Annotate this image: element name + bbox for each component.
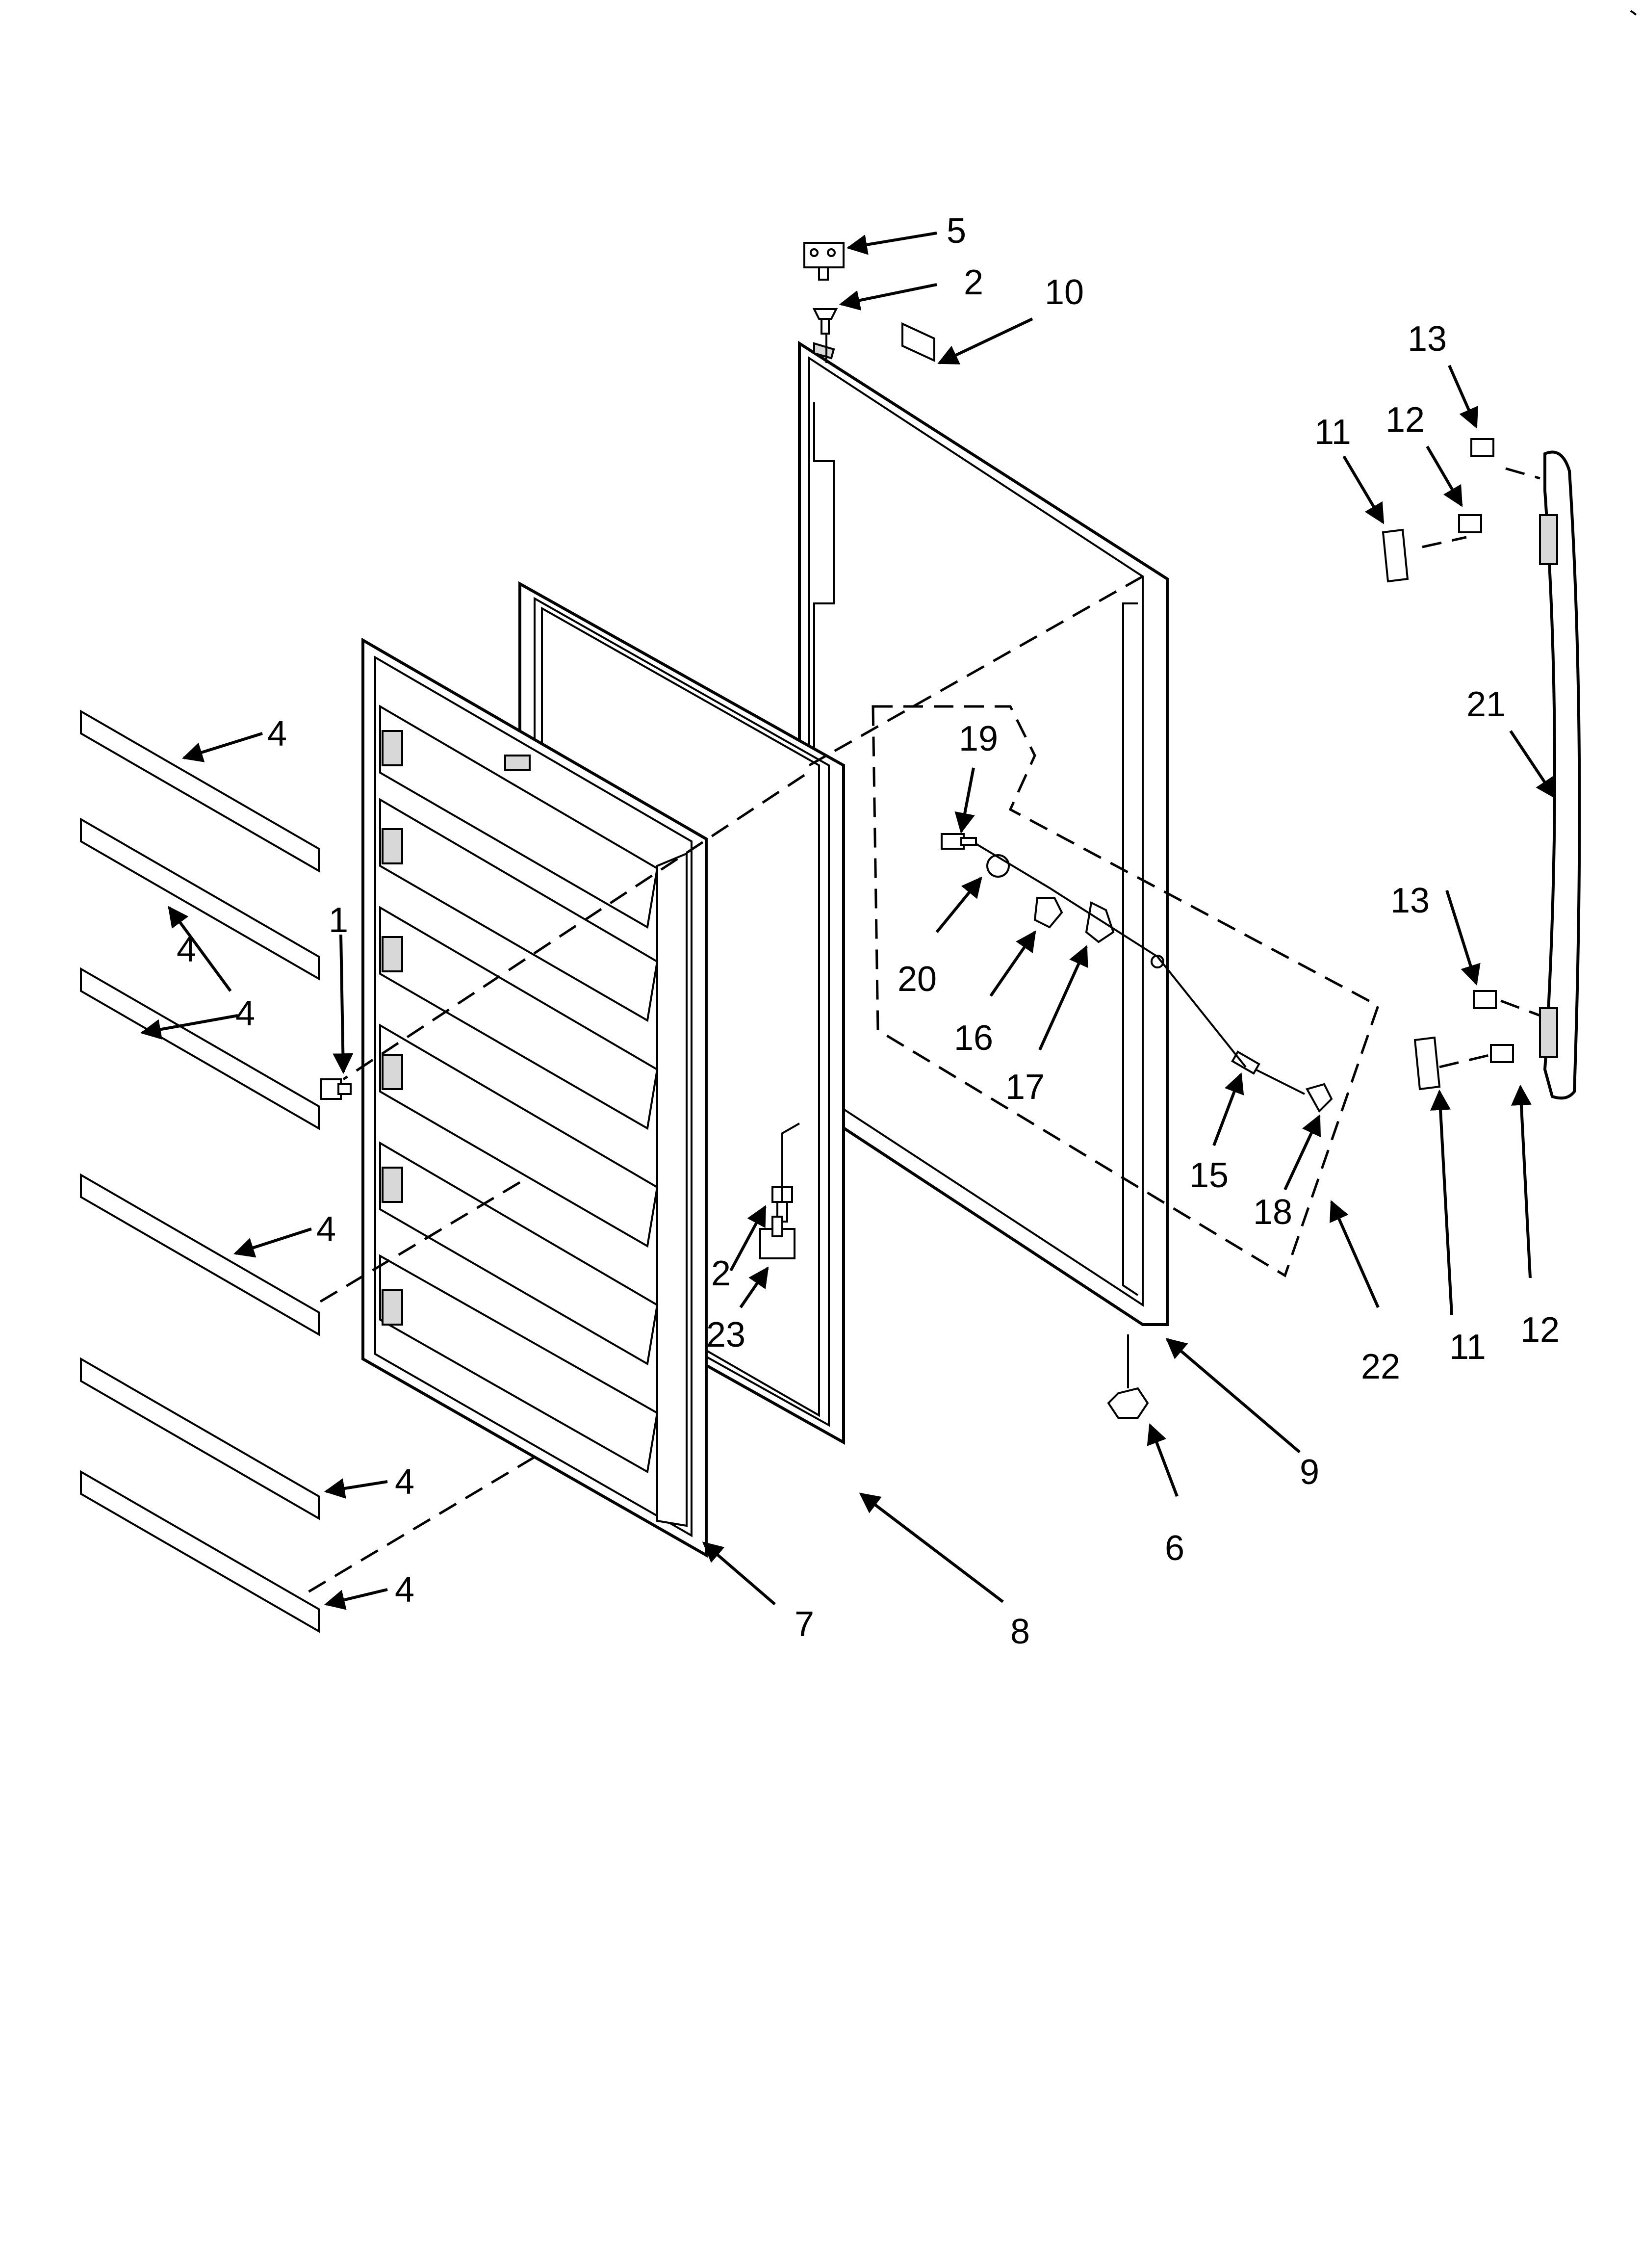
callout-4-e: 4 — [395, 1570, 414, 1610]
callout-4-b: 4 — [235, 994, 255, 1033]
retainer-strips — [80, 709, 320, 1633]
door-liner — [361, 637, 708, 1558]
callout-21: 21 — [1466, 685, 1506, 724]
callout-16: 16 — [954, 1018, 993, 1058]
callout-9: 9 — [1300, 1453, 1319, 1492]
callout-17: 17 — [1005, 1068, 1045, 1107]
callout-5: 5 — [947, 211, 966, 251]
callout-10: 10 — [1045, 273, 1084, 312]
callout-13-top: 13 — [1408, 319, 1447, 359]
callout-19: 19 — [959, 719, 998, 758]
callout-6: 6 — [1165, 1529, 1184, 1568]
callout-18: 18 — [1253, 1193, 1292, 1232]
callout-4-d: 4 — [395, 1462, 414, 1502]
callout-8: 8 — [1010, 1612, 1030, 1651]
callout-22: 22 — [1361, 1347, 1400, 1386]
door-outer-panel — [798, 340, 1169, 1326]
callout-23: 23 — [706, 1315, 745, 1355]
callout-15: 15 — [1189, 1156, 1229, 1195]
hardware-parts — [320, 242, 1514, 1419]
assembly-lines — [303, 334, 1540, 1596]
callout-12-bottom: 12 — [1520, 1310, 1560, 1350]
callout-7: 7 — [795, 1605, 814, 1644]
callout-12-top: 12 — [1385, 400, 1425, 440]
callout-13-bottom: 13 — [1390, 881, 1430, 920]
callout-labels: 5 2 10 13 12 11 21 19 20 16 17 15 18 4 4… — [177, 211, 1560, 1651]
door-handle — [1539, 450, 1581, 1100]
callout-4-f: 4 — [177, 930, 196, 969]
callout-4-a: 4 — [267, 714, 287, 754]
callout-20: 20 — [898, 960, 937, 999]
callout-11-top: 11 — [1314, 413, 1351, 452]
corner-mark — [1630, 10, 1637, 16]
callout-2-top: 2 — [964, 263, 983, 302]
callout-1: 1 — [329, 901, 348, 940]
callout-2-bottom: 2 — [711, 1254, 731, 1293]
callout-4-c: 4 — [316, 1210, 336, 1249]
leader-arrows — [140, 232, 1556, 1610]
callout-11-bottom: 11 — [1449, 1328, 1486, 1367]
